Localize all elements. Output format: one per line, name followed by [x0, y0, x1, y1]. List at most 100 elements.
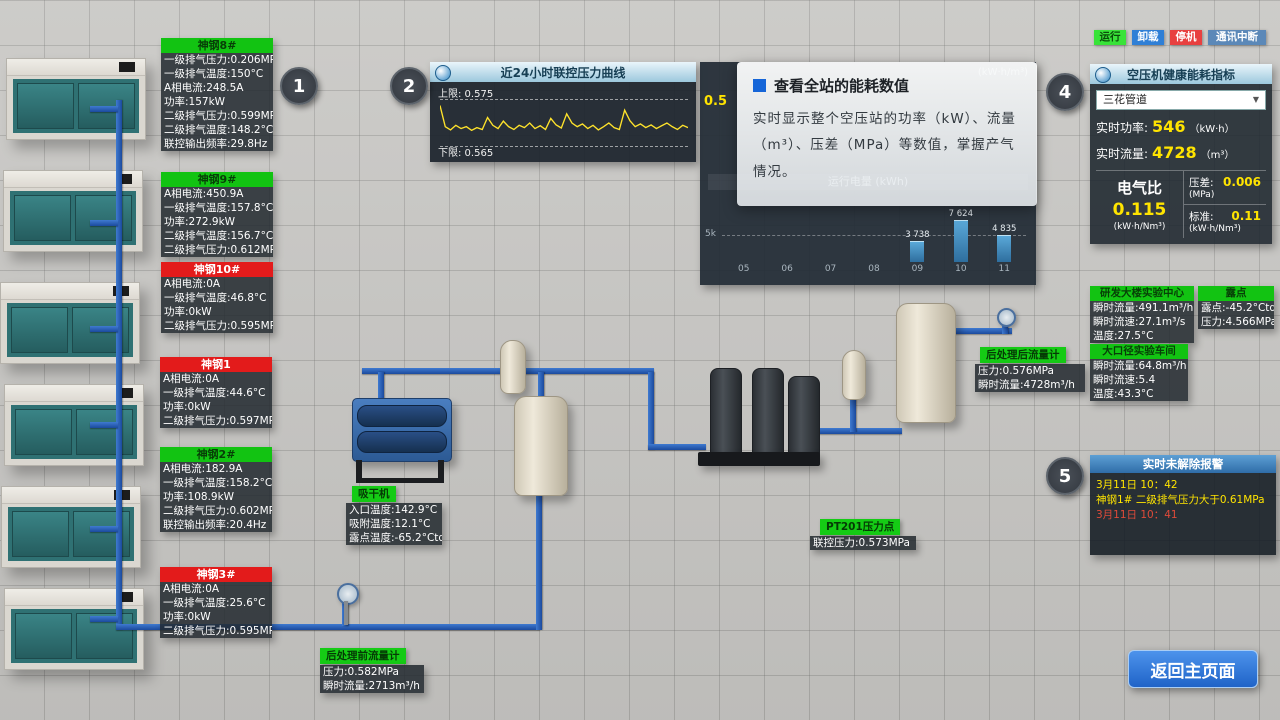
- compressor-panel: 神钢10# A相电流:0A 一级排气温度:46.8°C 功率:0kW 二级排气压…: [161, 262, 273, 333]
- ratio-unit: (kW·h/Nm³): [1113, 222, 1166, 232]
- data-row: 二级排气温度:156.7°C: [161, 229, 273, 243]
- pre-treatment-flow-meter-tag: 后处理前流量计: [320, 648, 406, 664]
- energy-panel-body: 三花管道 ▼ 实时功率: 546 （kW·h） 实时流量: 4728 （m³） …: [1090, 84, 1272, 244]
- compressor-name: 神钢10#: [161, 262, 273, 277]
- legend-running-button[interactable]: 运行: [1094, 30, 1126, 45]
- alarm-panel-title: 实时未解除报警: [1090, 455, 1276, 473]
- data-row: 二级排气压力:0.597MPa: [160, 414, 272, 428]
- data-row: 联控输出频率:20.4Hz: [160, 518, 272, 532]
- pipe-segment: [950, 328, 1012, 334]
- data-row: A相电流:0A: [160, 582, 272, 596]
- callout-badge-5: 5: [1046, 457, 1084, 495]
- compressor-panel: 神钢1 A相电流:0A 一级排气温度:44.6°C 功率:0kW 二级排气压力:…: [160, 357, 272, 428]
- compressor-machine-1[interactable]: [4, 384, 144, 466]
- compressor-name: 神钢2#: [160, 447, 272, 462]
- data-row: 二级排气压力:0.595MPa: [161, 319, 273, 333]
- pipe-segment: [850, 394, 856, 432]
- machine-door: [75, 195, 132, 241]
- data-row: 二级排气温度:148.2°C: [161, 123, 273, 137]
- pipe-segment: [116, 100, 122, 630]
- data-row: A相电流:450.9A: [161, 187, 273, 201]
- machine-vent: [116, 174, 132, 184]
- alarm-line: 神钢1# 二级排气压力大于0.61MPa: [1096, 494, 1265, 506]
- flow-label: 实时流量:: [1096, 147, 1149, 161]
- site-panel-large-caliber: 大口径实验车间 瞬时流量:64.8m³/h 瞬时流速:5.4 温度:43.3°C: [1090, 344, 1188, 401]
- bar-slot: [809, 198, 852, 262]
- data-row: 一级排气温度:157.8°C: [161, 201, 273, 215]
- pipe-segment: [90, 422, 118, 428]
- pipeline-select[interactable]: 三花管道 ▼: [1096, 90, 1266, 110]
- tooltip-body: 实时显示整个空压站的功率（kW）、流量（m³）、压差（MPa）等数值，掌握产气情…: [753, 111, 1016, 180]
- bar: [953, 220, 968, 262]
- pressure-curve-panel: 近24小时联控压力曲线 上限: 0.575 下限: 0.565: [430, 62, 696, 162]
- diff-label: 压差:: [1189, 177, 1214, 189]
- pipe-segment: [538, 372, 544, 402]
- bar-x-label: 11: [998, 264, 1010, 274]
- bar-value-label: 7 624: [948, 209, 973, 219]
- compressor-machine-8[interactable]: [6, 58, 146, 140]
- pipe-segment: [90, 526, 118, 532]
- diff-value: 0.006: [1223, 175, 1261, 189]
- bar-slot: [722, 198, 765, 262]
- data-row: 瞬时流量:4728m³/h: [975, 378, 1085, 392]
- pipe-segment: [378, 372, 384, 400]
- air-receiver-tank-small: [842, 350, 866, 400]
- data-row: 一级排气温度:150°C: [161, 67, 273, 81]
- machine-door: [12, 511, 69, 557]
- legend-stopped-button[interactable]: 停机: [1170, 30, 1202, 45]
- data-row: 瞬时流量:64.8m³/h: [1090, 359, 1188, 373]
- data-row: A相电流:248.5A: [161, 81, 273, 95]
- pipe-segment: [648, 372, 654, 450]
- chevron-down-icon: ▼: [1252, 95, 1259, 104]
- data-row: 压力:4.566MPa: [1198, 315, 1274, 329]
- data-row: 联控压力:0.573MPa: [810, 536, 916, 550]
- legend-unload-button[interactable]: 卸载: [1132, 30, 1164, 45]
- data-row: 压力:0.576MPa: [975, 364, 1085, 378]
- compressor-health-energy-panel: 空压机健康能耗指标 三花管道 ▼ 实时功率: 546 （kW·h） 实时流量: …: [1090, 64, 1272, 244]
- data-row: A相电流:0A: [161, 277, 273, 291]
- bar-slot: 3 738: [896, 198, 939, 262]
- pipe-segment: [816, 428, 902, 434]
- dryer-base: [698, 452, 820, 466]
- post-treatment-flow-panel: 压力:0.576MPa 瞬时流量:4728m³/h: [975, 364, 1085, 392]
- site-panel-dew-point: 露点 露点:-45.2°Ctd 压力:4.566MPa: [1198, 286, 1274, 329]
- callout-badge-1: 1: [280, 67, 318, 105]
- active-alarm-panel: 实时未解除报警 3月11日 10：42 神钢1# 二级排气压力大于0.61MPa…: [1090, 455, 1276, 555]
- dryer-leg: [356, 460, 362, 482]
- energy-value-fragment: 0.5: [704, 94, 728, 109]
- compressor-machine-10[interactable]: [0, 282, 140, 364]
- compressor-machine-9[interactable]: [3, 170, 143, 252]
- data-row: 二级排气压力:0.595MPa: [160, 624, 272, 638]
- bar: [997, 235, 1012, 262]
- data-row: 温度:43.3°C: [1090, 387, 1188, 401]
- std-unit: (kW·h/Nm³): [1189, 224, 1241, 234]
- machine-door: [15, 613, 72, 659]
- callout-badge-2: 2: [390, 67, 428, 105]
- pipeline-select-value: 三花管道: [1103, 93, 1147, 106]
- data-row: 功率:0kW: [160, 400, 272, 414]
- pipe-segment: [90, 220, 118, 226]
- data-row: 二级排气压力:0.599MPa: [161, 109, 273, 123]
- pt201-pressure-panel: 联控压力:0.573MPa: [810, 536, 916, 550]
- bar-x-label: 05: [737, 264, 750, 274]
- power-label: 实时功率:: [1096, 121, 1149, 135]
- data-row: 功率:0kW: [160, 610, 272, 624]
- back-to-main-button[interactable]: 返回主页面: [1128, 650, 1258, 688]
- data-row: 功率:157kW: [161, 95, 273, 109]
- legend-comm-lost-button[interactable]: 通讯中断: [1208, 30, 1266, 45]
- energy-panel-title: 空压机健康能耗指标: [1126, 67, 1235, 82]
- tooltip-title-row: 查看全站的能耗数值: [753, 75, 1021, 96]
- flow-meter-stem: [344, 601, 348, 625]
- diff-cell: 压差: 0.006 (MPa): [1184, 171, 1266, 204]
- dryer-tower: [752, 368, 784, 456]
- machine-vent: [117, 592, 133, 602]
- pressure-curve-plot: [439, 99, 689, 147]
- data-row: 二级排气压力:0.612MPa: [161, 243, 273, 257]
- power-unit: （kW·h）: [1189, 124, 1235, 135]
- data-row: 一级排气温度:46.8°C: [161, 291, 273, 305]
- pt201-pressure-tag: PT201压力点: [820, 519, 901, 535]
- compressor-panel: 神钢9# A相电流:450.9A 一级排气温度:157.8°C 功率:272.9…: [161, 172, 273, 257]
- data-row: 一级排气温度:25.6°C: [160, 596, 272, 610]
- bar-slot: 7 624: [939, 198, 982, 262]
